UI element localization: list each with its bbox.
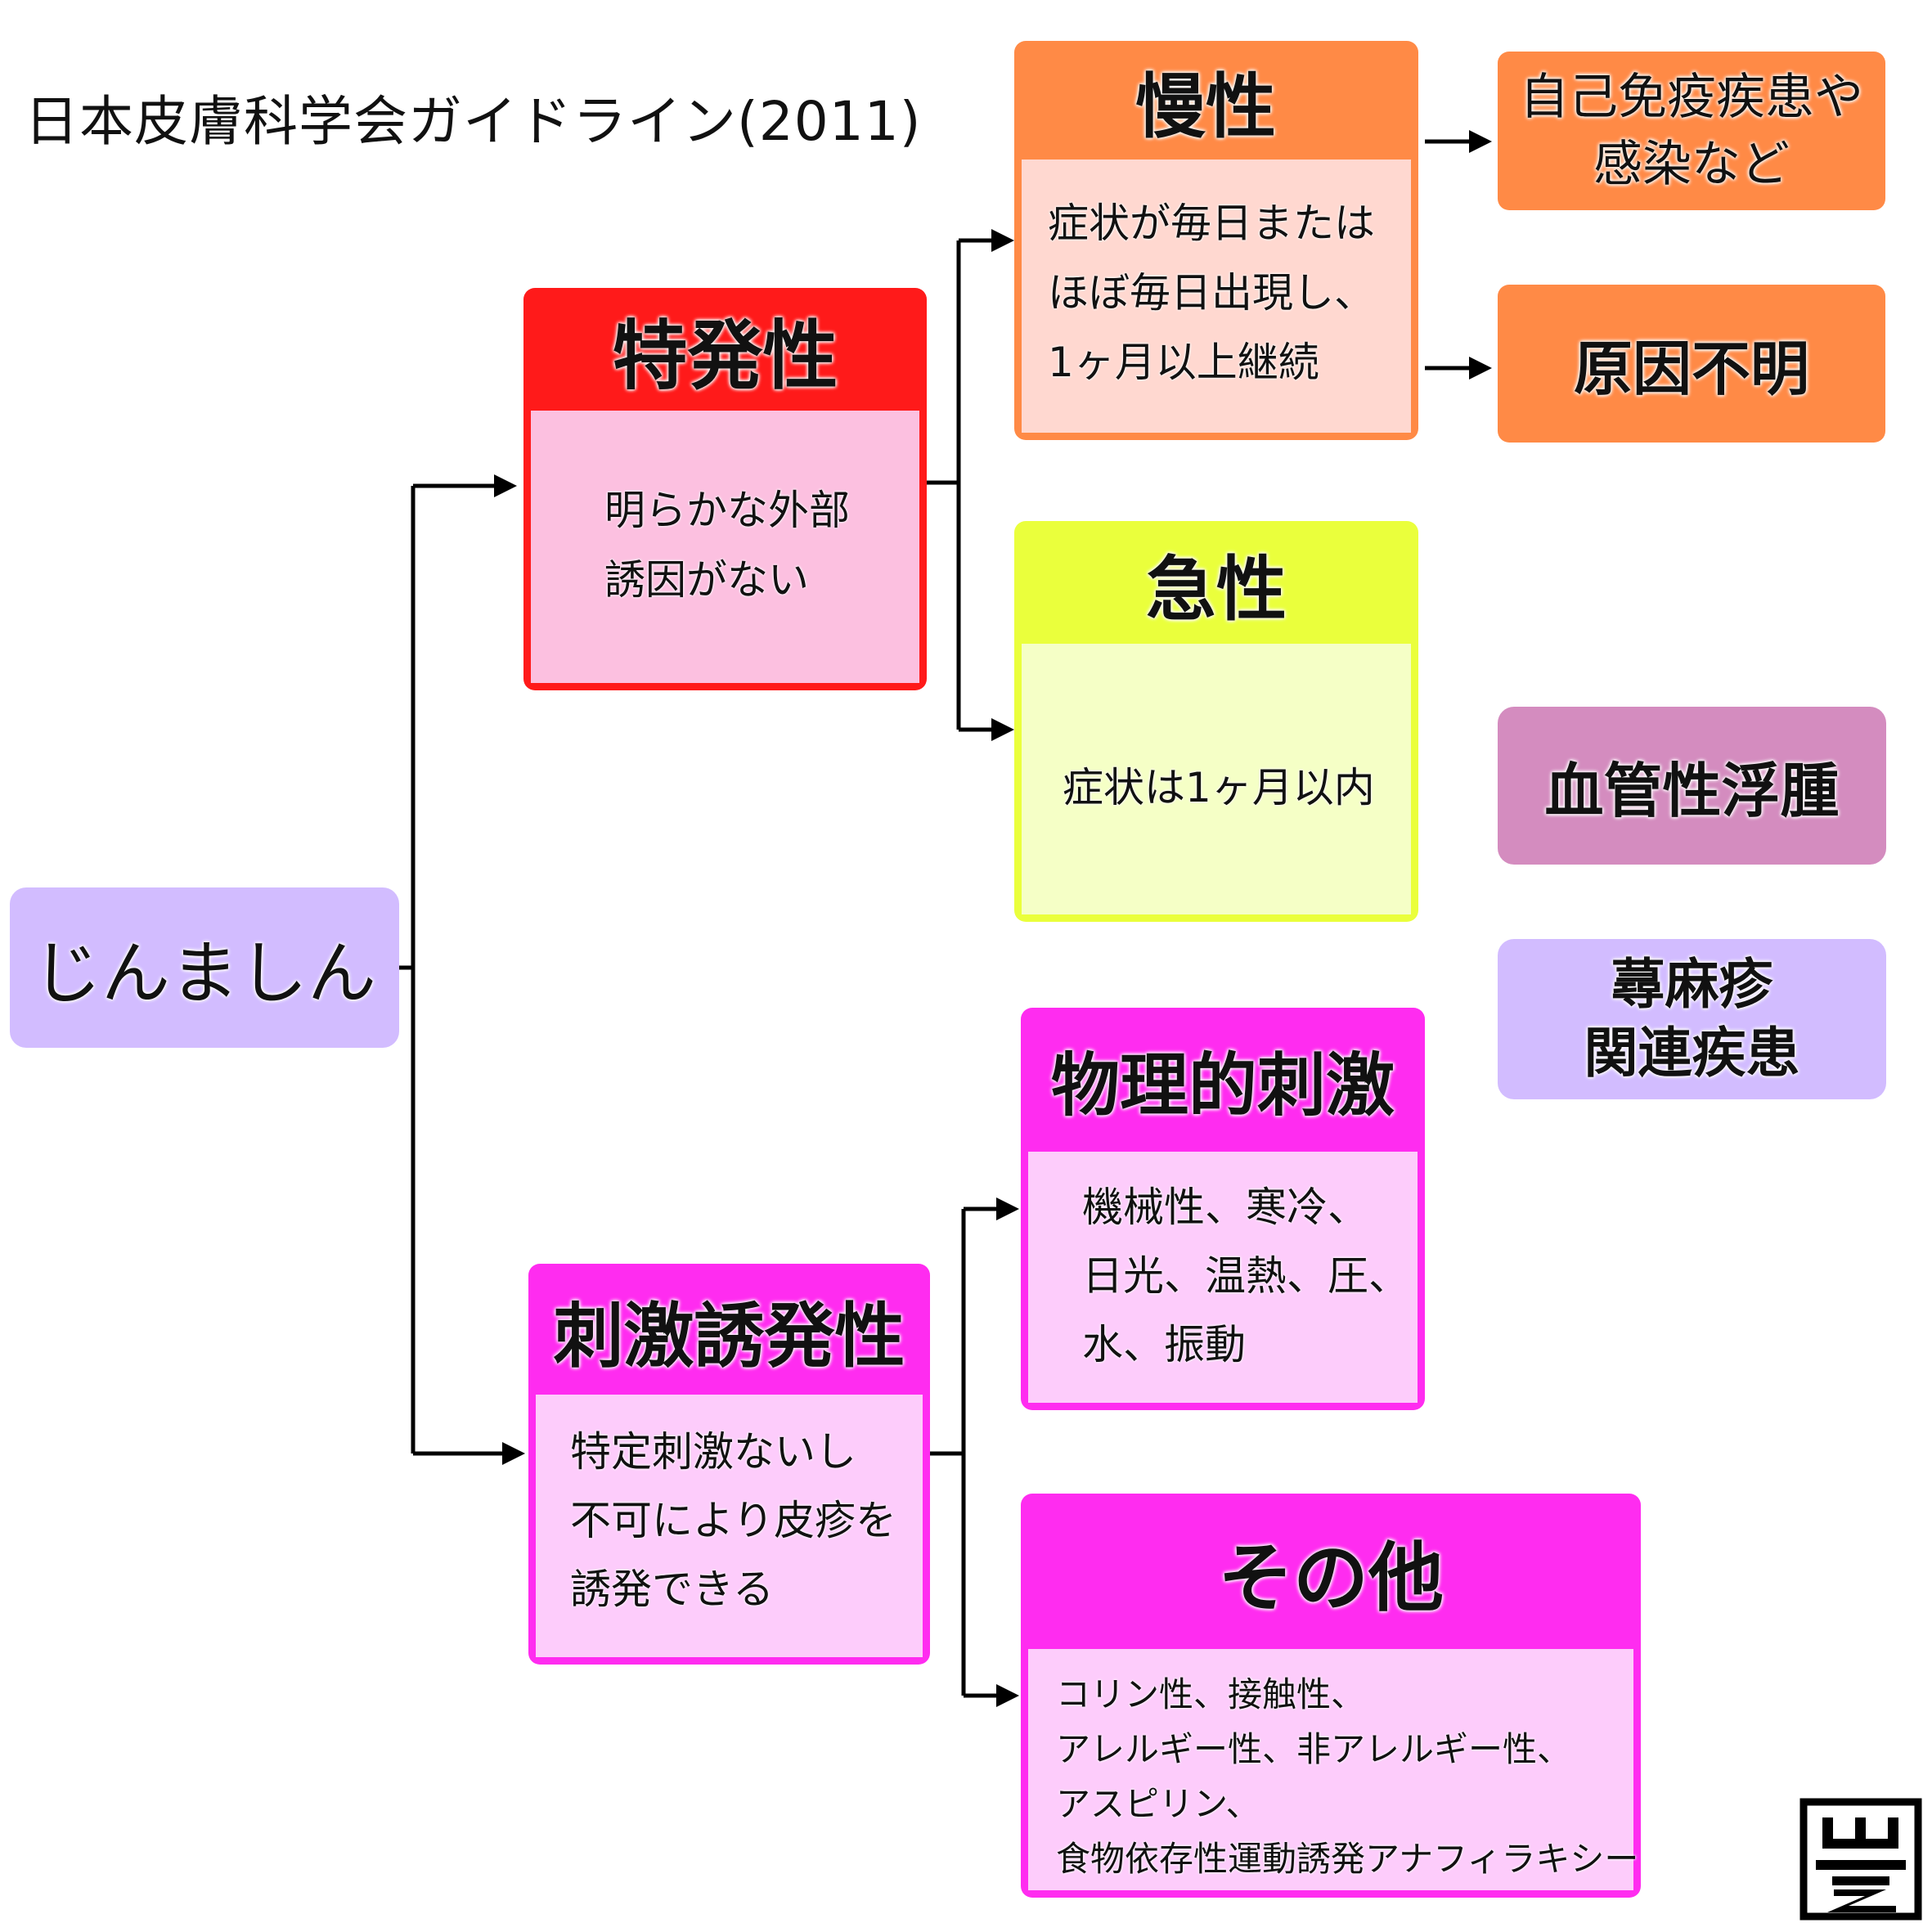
card-physical-stimulus-body: 機械性、寒冷、 日光、温熱、圧、 水、振動 [1028, 1152, 1418, 1403]
card-idiopathic: 特発性 明らかな外部 誘因がない [523, 288, 927, 690]
arrowhead-physical [996, 1197, 1019, 1220]
text-line: 日光、温熱、圧、 [1082, 1252, 1409, 1300]
card-physical-stimulus: 物理的刺激 機械性、寒冷、 日光、温熱、圧、 水、振動 [1021, 1008, 1425, 1410]
text-line: 明らかな外部 [604, 487, 850, 534]
text-line: アレルギー性、非アレルギー性、 [1056, 1729, 1572, 1769]
box-angioedema: 血管性浮腫 [1498, 707, 1886, 865]
card-other-title: その他 [1217, 1534, 1444, 1622]
text-line: 1ヶ月以上継続 [1048, 339, 1319, 386]
outcome-autoimmune-infection: 自己免疫疾患や 感染など [1498, 52, 1885, 210]
text-line: 感染など [1593, 136, 1790, 193]
text-line: 蕁麻疹 [1611, 953, 1773, 1016]
logo-mark-icon [1799, 1798, 1922, 1921]
arrowhead-autoimmune [1469, 130, 1492, 153]
card-chronic-title: 慢性 [1135, 66, 1276, 148]
text-line: 血管性浮腫 [1544, 757, 1840, 825]
text-line: 誘発できる [570, 1566, 774, 1613]
card-idiopathic-body: 明らかな外部 誘因がない [531, 411, 919, 683]
outcome-unknown-cause: 原因不明 [1498, 285, 1885, 443]
card-other-body: コリン性、接触性、 アレルギー性、非アレルギー性、 アスピリン、 食物依存性運動… [1028, 1649, 1639, 1890]
box-urticaria-related-diseases: 蕁麻疹 関連疾患 [1498, 939, 1886, 1099]
card-chronic-body: 症状が毎日または ほぼ毎日出現し、 1ヶ月以上継続 [1022, 160, 1411, 433]
arrowhead-idiopathic [494, 474, 517, 497]
text-line: 自己免疫疾患や [1520, 69, 1863, 126]
card-idiopathic-title: 特発性 [612, 312, 838, 400]
card-acute-title: 急性 [1146, 548, 1287, 631]
card-inducible: 刺激誘発性 特定刺激ないし 不可により皮疹を 誘発できる [528, 1264, 930, 1665]
text-line: 原因不明 [1573, 335, 1809, 403]
text-line: ほぼ毎日出現し、 [1048, 269, 1375, 317]
text-line: 症状は1ヶ月以内 [1063, 764, 1375, 811]
text-line: 水、振動 [1082, 1321, 1246, 1368]
text-line: 食物依存性運動誘発アナフィラキシー [1056, 1839, 1639, 1879]
card-inducible-body: 特定刺激ないし 不可により皮疹を 誘発できる [536, 1395, 923, 1657]
diagram-title: 日本皮膚科学会ガイドライン(2011) [25, 90, 922, 153]
arrowhead-unknown [1469, 357, 1492, 380]
text-line: 誘因がない [604, 556, 809, 604]
text-line: 機械性、寒冷、 [1082, 1184, 1368, 1231]
arrowhead-inducible [502, 1442, 525, 1465]
text-line: 特定刺激ないし [570, 1428, 856, 1476]
text-line: コリン性、接触性、 [1056, 1674, 1366, 1714]
arrowhead-other [996, 1684, 1019, 1707]
card-inducible-title: 刺激誘発性 [553, 1295, 905, 1377]
card-chronic: 慢性 症状が毎日または ほぼ毎日出現し、 1ヶ月以上継続 [1014, 41, 1418, 440]
root-node-label: じんましん [32, 932, 376, 1013]
card-acute-body: 症状は1ヶ月以内 [1022, 644, 1411, 914]
arrowhead-chronic [991, 229, 1014, 252]
card-other: その他 コリン性、接触性、 アレルギー性、非アレルギー性、 アスピリン、 食物依… [1021, 1494, 1641, 1898]
text-line: アスピリン、 [1056, 1784, 1260, 1824]
text-line: 不可により皮疹を [570, 1497, 896, 1544]
arrowhead-acute [991, 718, 1014, 741]
text-line: 関連疾患 [1584, 1022, 1800, 1085]
card-physical-stimulus-title: 物理的刺激 [1050, 1045, 1395, 1126]
text-line: 症状が毎日または [1048, 200, 1375, 247]
root-node-urticaria: じんましん [10, 887, 399, 1048]
card-acute: 急性 症状は1ヶ月以内 [1014, 521, 1418, 922]
